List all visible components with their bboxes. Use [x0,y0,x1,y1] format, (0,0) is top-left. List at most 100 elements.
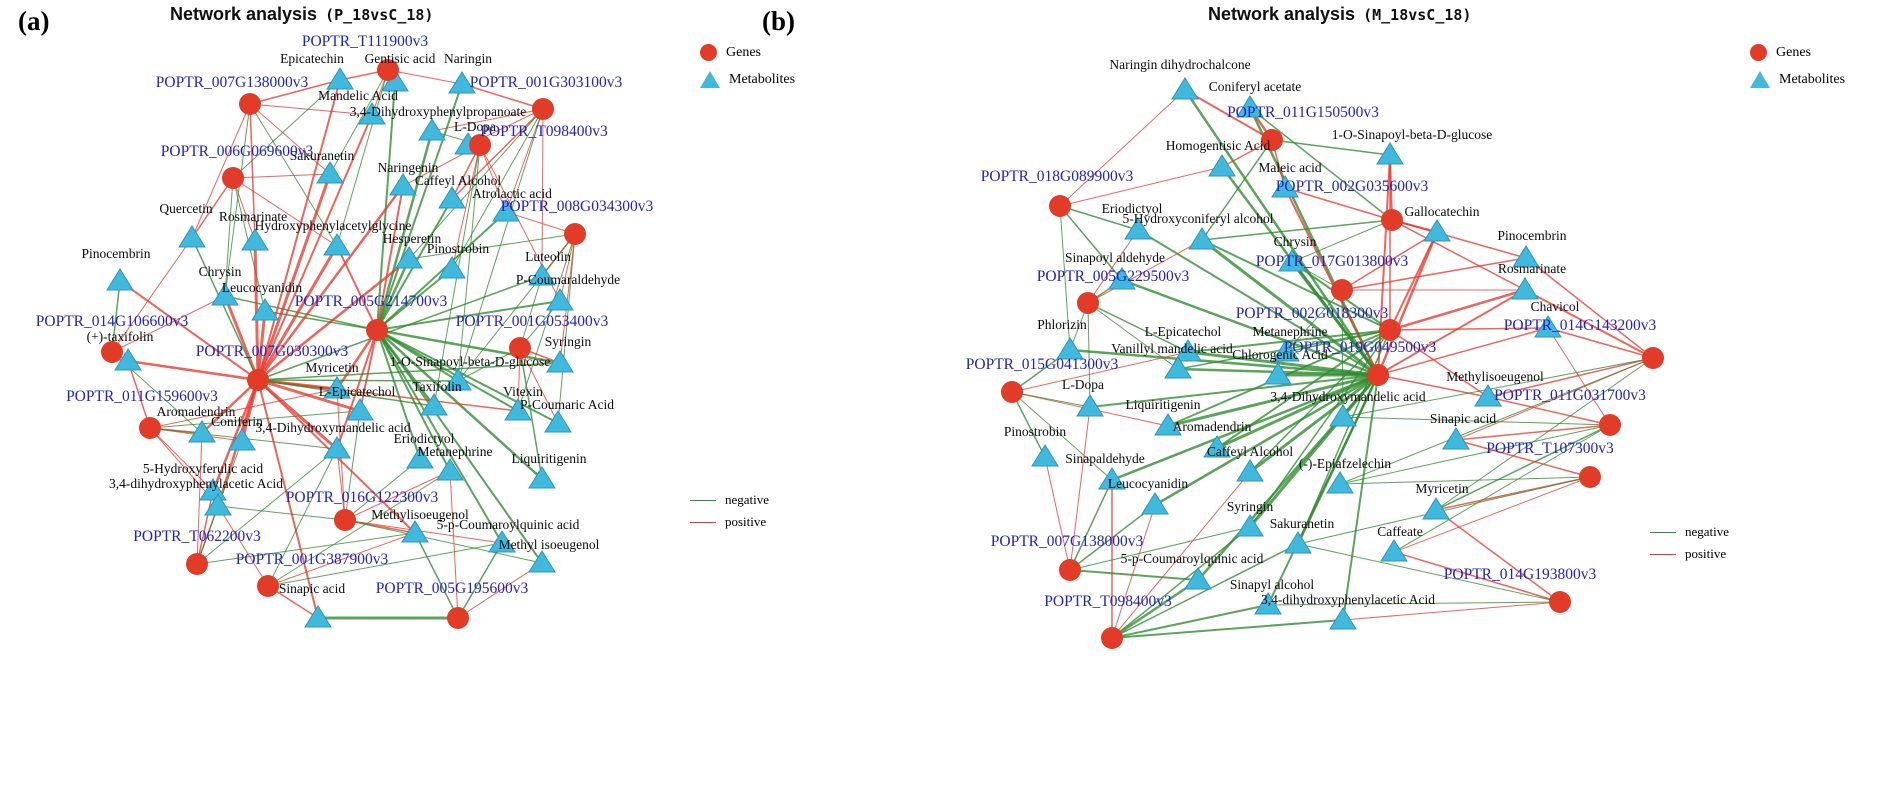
metabolite-label: Taxifolin [412,379,462,394]
negative-edge [375,130,434,331]
negative-edge [249,103,338,247]
metabolite-label: Metanephrine [418,444,493,459]
metabolite-node [178,225,206,248]
metabolite-label: Gentisic acid [365,51,436,66]
negative-edge [1069,569,1199,581]
metabolite-node [188,420,216,443]
metabolite-label: Pinocembrin [1498,228,1567,243]
negative-edge [1154,373,1379,507]
positive-edge [249,79,341,105]
metabolite-node [1174,339,1202,362]
positive-edge [256,245,339,381]
positive-edge [336,329,378,450]
metabolite-label: Caffeyl Alcohol [1207,444,1294,459]
positive-edge [1111,471,1251,639]
metabolite-node [504,398,532,421]
negative-edge [257,379,459,382]
negative-edge-label: negative [725,492,770,507]
negative-edge [1111,543,1299,639]
legend-negative-row: negative [1650,524,1729,540]
negative-edge [1111,578,1199,640]
gene-node [257,575,279,597]
metabolite-node [1254,592,1282,615]
metabolite-label: Sinapic acid [279,581,346,596]
negative-edge [1087,302,1189,353]
negative-edge [1011,391,1091,408]
metabolite-node [199,478,227,501]
positive-edge [1376,231,1439,376]
metabolite-node [1442,427,1470,450]
positive-edge [344,470,451,521]
metabolite-node [114,348,142,371]
metabolite-label: 5-p-Coumaroylquinic acid [437,517,580,532]
metabolite-node [1108,267,1136,290]
metabolite-label: Sakuranetin [290,148,355,163]
metabolite-label: L-Dopa [454,119,496,134]
metabolite-node [488,530,516,553]
negative-edge [1111,526,1251,639]
metabolite-label: (-)-Epiafzelechin [1299,456,1391,471]
gene-label: POPTR_T062200v3 [133,528,261,545]
gene-node [1599,414,1621,436]
gene-node [239,93,261,115]
metabolite-label: Phlorizin [1037,317,1087,332]
metabolite-label: Sakuranetin [1270,516,1335,531]
positive-edge [505,108,544,213]
metabolite-node [418,118,446,141]
metabolite-label: Leucocyanidin [222,280,302,295]
negative-edge [1069,526,1251,571]
positive-edge [1393,476,1591,553]
gene-node [532,98,554,120]
panel-a-node-legend: Genes Metabolites [700,44,795,98]
metabolite-label: Caffeyl Alcohol [415,173,502,188]
positive-edge [449,470,459,619]
gene-label: POPTR_014G143200v3 [1504,317,1657,334]
negative-edge [224,177,234,297]
negative-edge [232,79,341,179]
negative-edge [376,329,451,472]
positive-edge [111,295,226,353]
metabolite-label: 5-Hydroxyferulic acid [143,461,264,476]
metabolite-node [323,436,351,459]
positive-edge [1547,327,1611,426]
metabolite-node [323,376,351,399]
positive-edge [451,108,544,200]
negative-edge [264,310,378,331]
panel-a-title-comparison: (P_18vsC_18) [325,6,434,24]
gene-label: POPTR_015G041300v3 [966,356,1119,373]
metabolite-label: Coniferyl acetate [1209,79,1302,94]
negative-edge [1111,619,1344,639]
metabolite-label: Pinocembrin [82,246,151,261]
negative-edge [344,519,543,564]
positive-edge [1389,327,1549,331]
gene-label: POPTR_T111900v3 [302,33,429,50]
metabolite-label: Rosmarinate [1498,261,1566,276]
negative-edge [376,211,507,331]
metabolite-label: Pinostrobin [1004,424,1067,439]
negative-edge [1216,329,1391,449]
metabolite-node [326,67,354,90]
negative-edge [1297,543,1561,603]
metabolite-node [401,520,429,543]
negative-edge [344,410,361,521]
metabolite-node [1236,514,1264,537]
negative-edge [1249,107,1393,221]
gene-label: POPTR_007G030300v3 [196,343,349,360]
gene-node [366,319,388,341]
panel-a-edge-legend: negative positive [690,492,769,536]
positive-edge [149,427,214,492]
metabolite-node [241,228,269,251]
panel-letter-b: (b) [762,6,795,36]
gene-node [1549,591,1571,613]
positive-edge [191,103,251,239]
negative-edge-icon [1650,531,1676,533]
positive-edge [127,359,259,382]
negative-edge [224,103,251,297]
gene-node [1001,381,1023,403]
metabolite-label: Sinapyl alcohol [1230,577,1315,592]
positive-edge [257,114,373,381]
negative-edge [1249,329,1391,473]
metabolite-label: Methyl isoeugenol [499,537,600,552]
metabolite-label: Eriodictyol [394,431,455,446]
